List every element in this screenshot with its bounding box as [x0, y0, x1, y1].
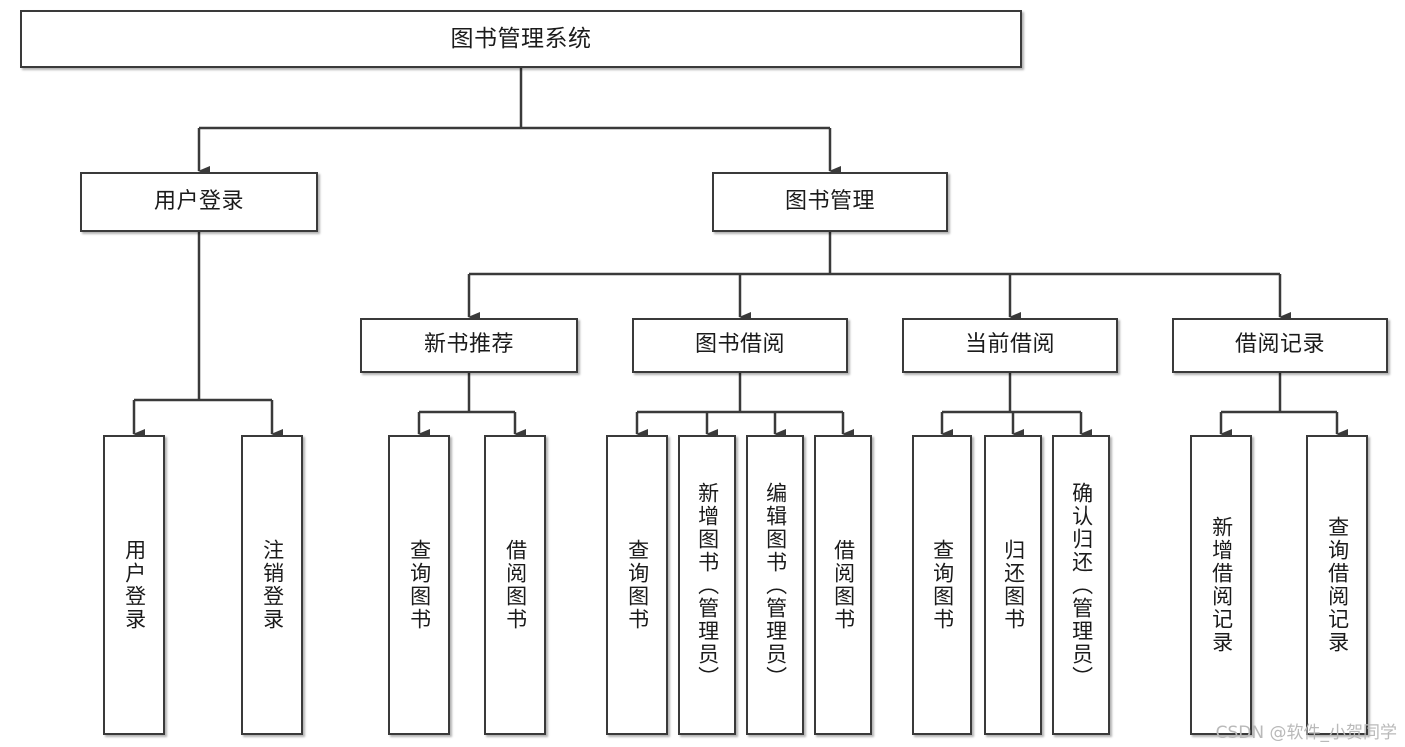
- node-borrow-record[interactable]: 借阅记录: [1172, 318, 1388, 373]
- leaf-query-book-3[interactable]: 查询图书: [912, 435, 972, 735]
- node-book-borrow[interactable]: 图书借阅: [632, 318, 848, 373]
- leaf-borrow-book-2-label: 借阅图书: [831, 539, 856, 631]
- leaf-query-borrow-record-label: 查询借阅记录: [1325, 516, 1350, 654]
- node-new-book-recommend-label: 新书推荐: [423, 332, 514, 358]
- leaf-add-book-label: 新增图书（管理员）: [695, 481, 720, 689]
- leaf-confirm-return-label: 确认归还（管理员）: [1069, 481, 1094, 689]
- leaf-query-book-1-label: 查询图书: [407, 539, 432, 631]
- leaf-edit-book-label: 编辑图书（管理员）: [763, 481, 788, 689]
- node-new-book-recommend[interactable]: 新书推荐: [360, 318, 578, 373]
- leaf-borrow-book-1[interactable]: 借阅图书: [484, 435, 546, 735]
- leaf-borrow-book-2[interactable]: 借阅图书: [814, 435, 872, 735]
- node-book-manage[interactable]: 图书管理: [712, 172, 948, 232]
- leaf-add-borrow-record[interactable]: 新增借阅记录: [1190, 435, 1252, 735]
- leaf-add-borrow-record-label: 新增借阅记录: [1209, 516, 1234, 654]
- node-user-login-label: 用户登录: [153, 188, 244, 214]
- node-book-manage-label: 图书管理: [784, 188, 875, 214]
- leaf-logout-label: 注销登录: [260, 539, 285, 631]
- leaf-query-book-2-label: 查询图书: [625, 539, 650, 631]
- leaf-user-login[interactable]: 用户登录: [103, 435, 165, 735]
- node-current-borrow-label: 当前借阅: [964, 332, 1055, 358]
- node-root[interactable]: 图书管理系统: [20, 10, 1022, 68]
- node-user-login[interactable]: 用户登录: [80, 172, 318, 232]
- leaf-edit-book[interactable]: 编辑图书（管理员）: [746, 435, 804, 735]
- leaf-query-book-2[interactable]: 查询图书: [606, 435, 668, 735]
- leaf-confirm-return[interactable]: 确认归还（管理员）: [1052, 435, 1110, 735]
- leaf-return-book-label: 归还图书: [1001, 539, 1026, 631]
- leaf-return-book[interactable]: 归还图书: [984, 435, 1042, 735]
- leaf-query-borrow-record[interactable]: 查询借阅记录: [1306, 435, 1368, 735]
- leaf-add-book[interactable]: 新增图书（管理员）: [678, 435, 736, 735]
- node-root-label: 图书管理系统: [450, 25, 592, 52]
- leaf-query-book-1[interactable]: 查询图书: [388, 435, 450, 735]
- leaf-query-book-3-label: 查询图书: [930, 539, 955, 631]
- csdn-watermark: CSDN @软件_小贺同学: [1215, 723, 1397, 743]
- node-current-borrow[interactable]: 当前借阅: [902, 318, 1118, 373]
- leaf-borrow-book-1-label: 借阅图书: [503, 539, 528, 631]
- node-book-borrow-label: 图书借阅: [694, 332, 785, 358]
- leaf-logout[interactable]: 注销登录: [241, 435, 303, 735]
- leaf-user-login-label: 用户登录: [122, 539, 147, 631]
- node-borrow-record-label: 借阅记录: [1234, 332, 1325, 358]
